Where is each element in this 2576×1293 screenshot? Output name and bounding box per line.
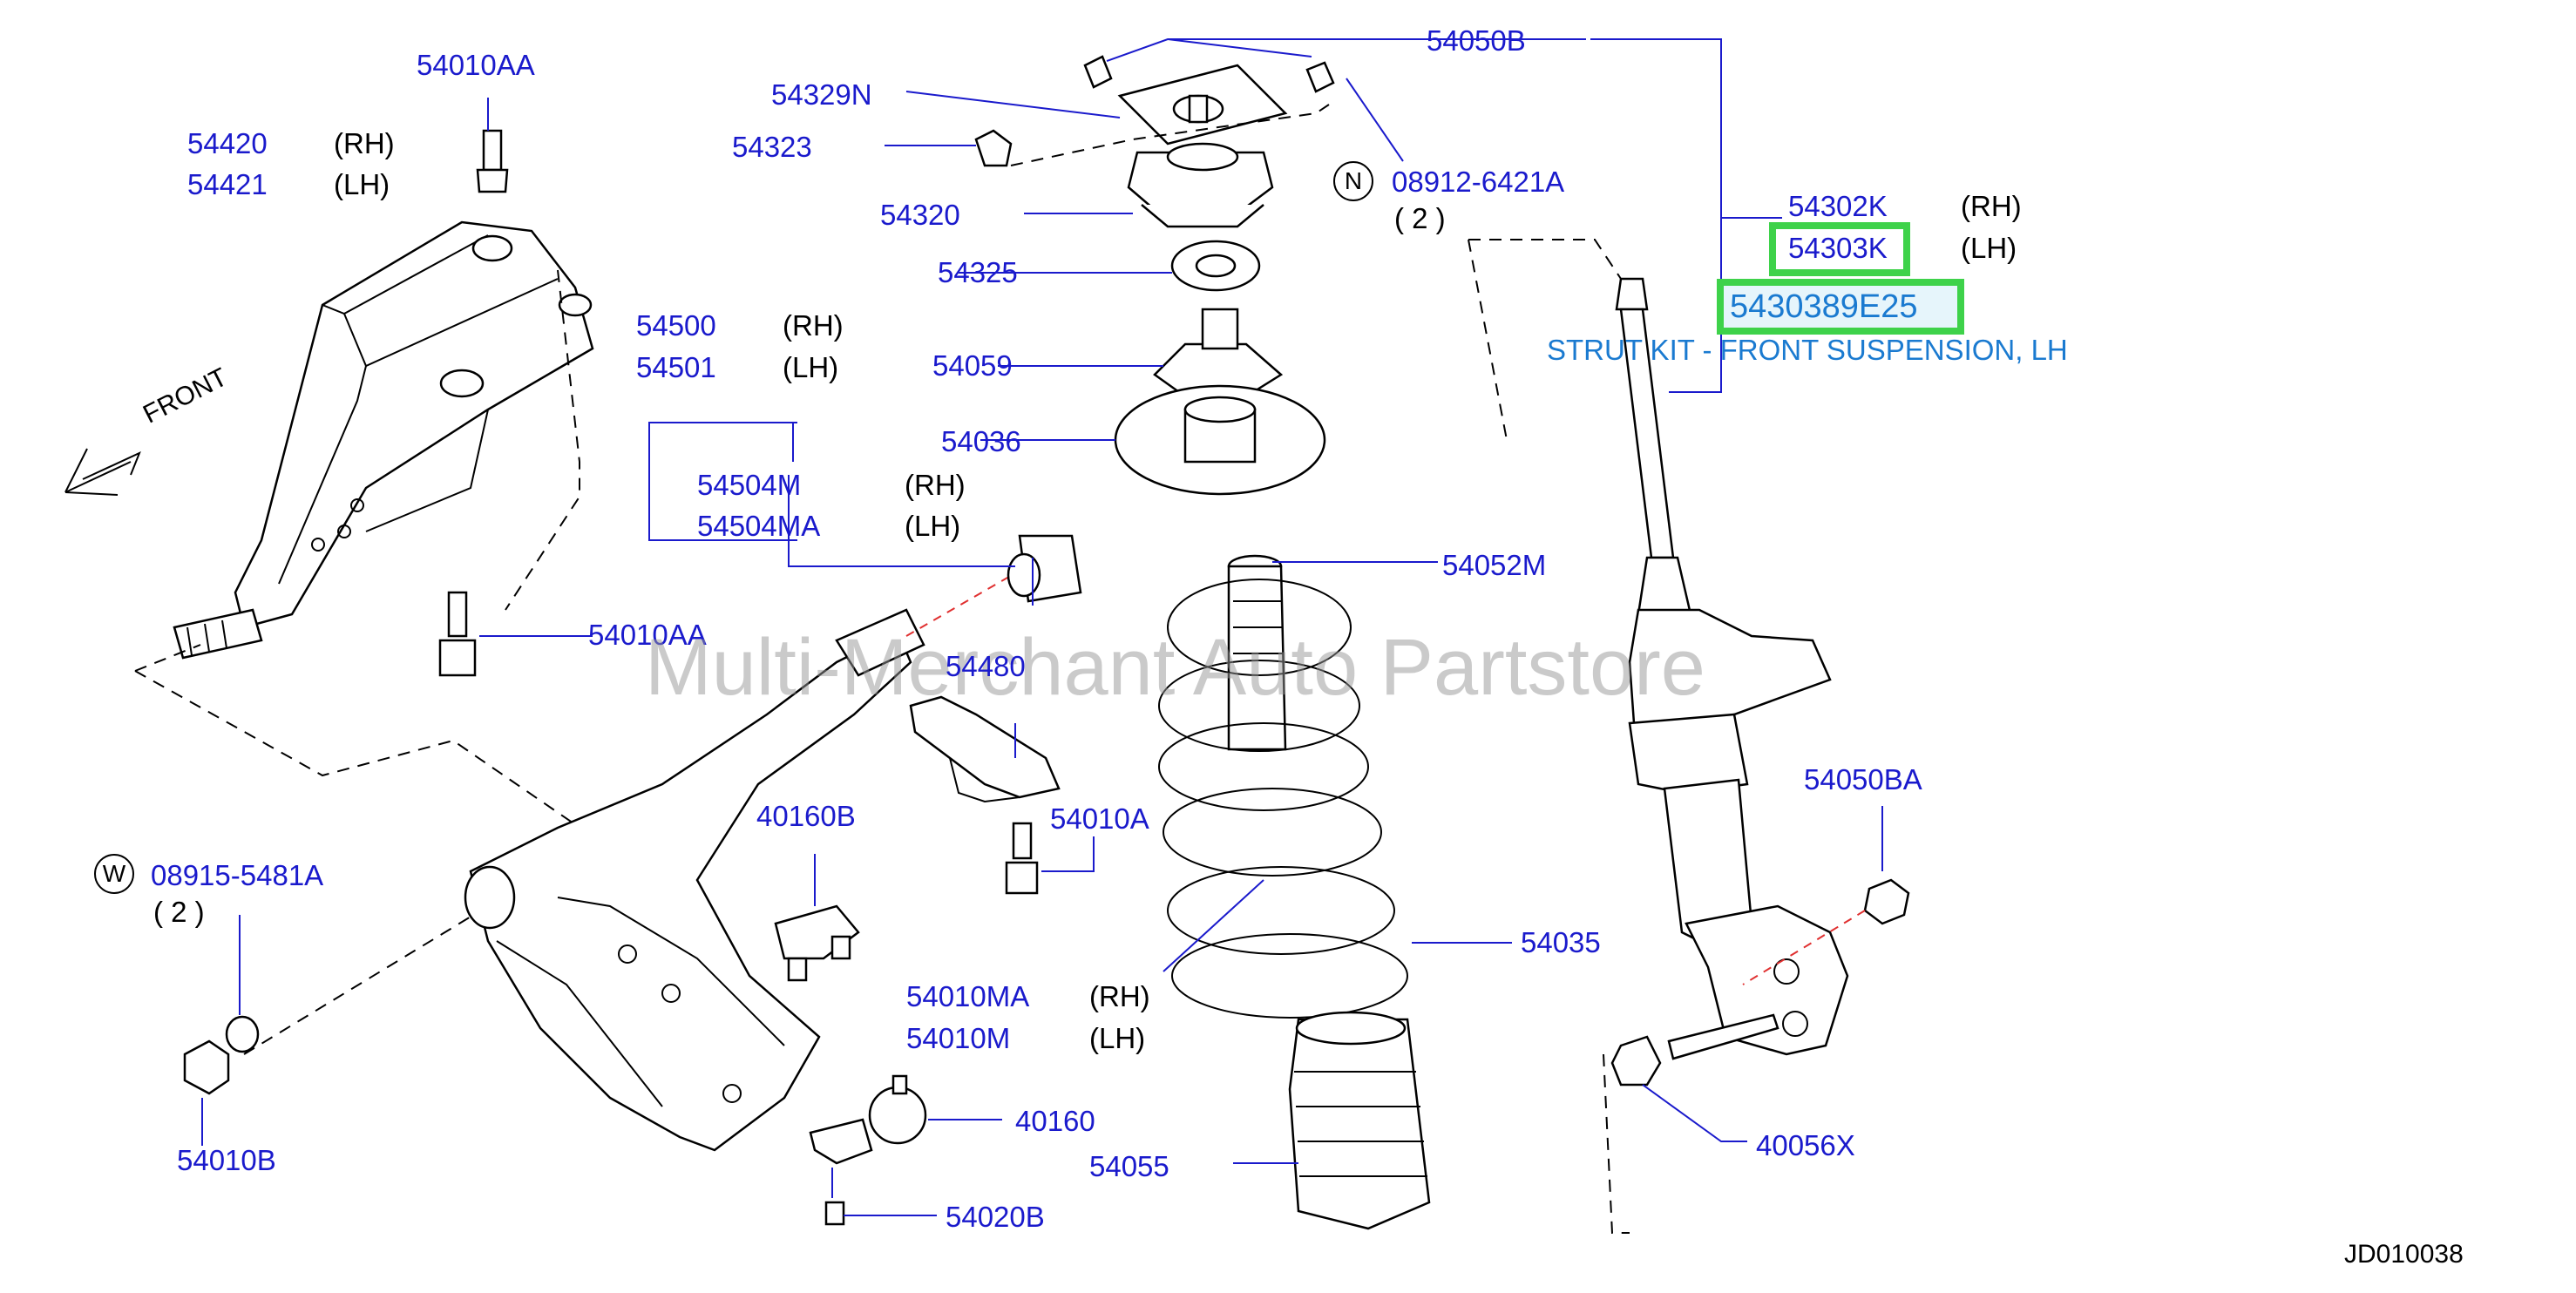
part-number-54010a[interactable]: 54010A xyxy=(1050,802,1149,835)
watermark: Multi-Merchant Auto Partstore xyxy=(645,623,1705,712)
side-rh: (RH) xyxy=(783,309,844,342)
part-number-54323[interactable]: 54323 xyxy=(732,131,812,163)
side-lh: (LH) xyxy=(783,351,839,383)
crossmember-drawing xyxy=(173,129,594,660)
part-number-54302k[interactable]: 54302K xyxy=(1788,190,1888,222)
side-lh: (LH) xyxy=(1961,232,2017,264)
part-number-54050ba[interactable]: 54050BA xyxy=(1804,763,1922,795)
side-rh: (RH) xyxy=(334,127,395,159)
part-number-54010m[interactable]: 54010M xyxy=(906,1022,1011,1054)
circled-n-marker: N xyxy=(1333,161,1373,201)
qty-08915: ( 2 ) xyxy=(153,896,205,928)
side-lh: (LH) xyxy=(1089,1022,1146,1054)
part-number-54303k[interactable]: 54303K xyxy=(1788,232,1888,264)
highlight-box-54303k xyxy=(1769,222,1910,276)
front-arrow-icon xyxy=(64,448,141,496)
part-number-54504ma[interactable]: 54504MA xyxy=(697,510,821,542)
part-number-54010ma[interactable]: 54010MA xyxy=(906,980,1030,1012)
part-number-40160[interactable]: 40160 xyxy=(1015,1105,1095,1137)
part-number-54036[interactable]: 54036 xyxy=(941,425,1021,457)
part-number-40056x[interactable]: 40056X xyxy=(1756,1129,1855,1161)
part-number-40160b[interactable]: 40160B xyxy=(756,800,856,832)
qty-08912: ( 2 ) xyxy=(1394,202,1446,234)
strut-mount-drawing xyxy=(974,55,1335,496)
part-number-54059[interactable]: 54059 xyxy=(932,349,1013,382)
strut-drawing xyxy=(1615,277,1849,1056)
part-number-54010aa-bolt[interactable]: 54010AA xyxy=(588,619,707,651)
part-number-54052m[interactable]: 54052M xyxy=(1442,549,1547,581)
circled-w-marker: W xyxy=(94,854,134,894)
part-description: STRUT KIT - FRONT SUSPENSION, LH xyxy=(1547,334,2068,366)
part-number-54420[interactable]: 54420 xyxy=(187,127,268,159)
part-number-54329n[interactable]: 54329N xyxy=(771,78,872,111)
part-number-54020b[interactable]: 54020B xyxy=(946,1201,1045,1233)
part-number-54010b[interactable]: 54010B xyxy=(177,1144,276,1176)
part-number-54035[interactable]: 54035 xyxy=(1521,926,1601,958)
side-rh: (RH) xyxy=(1089,980,1150,1012)
part-number-54320[interactable]: 54320 xyxy=(880,199,960,231)
part-number-54010aa[interactable]: 54010AA xyxy=(417,49,535,81)
part-number-54504m[interactable]: 54504M xyxy=(697,469,802,501)
part-number-54325[interactable]: 54325 xyxy=(938,256,1018,288)
part-number-54480[interactable]: 54480 xyxy=(946,650,1026,682)
part-number-54421[interactable]: 54421 xyxy=(187,168,268,200)
part-number-08915-5481a[interactable]: 08915-5481A xyxy=(151,859,324,891)
part-number-5430389e25[interactable]: 5430389E25 xyxy=(1730,288,1918,325)
part-number-54501[interactable]: 54501 xyxy=(636,351,716,383)
part-number-08912-6421a[interactable]: 08912-6421A xyxy=(1392,166,1565,198)
diagram-code: JD010038 xyxy=(2344,1240,2464,1269)
coil-spring-drawing xyxy=(1158,554,1431,1230)
lower-control-arm-drawing xyxy=(464,608,925,1152)
side-lh: (LH) xyxy=(905,510,961,542)
part-number-54500[interactable]: 54500 xyxy=(636,309,716,342)
side-rh: (RH) xyxy=(905,469,966,501)
side-rh: (RH) xyxy=(1961,190,2022,222)
part-number-54055[interactable]: 54055 xyxy=(1089,1150,1169,1182)
highlight-box-5430389e25 xyxy=(1717,279,1964,335)
part-number-54050b[interactable]: 54050B xyxy=(1427,24,1526,57)
side-lh: (LH) xyxy=(334,168,390,200)
